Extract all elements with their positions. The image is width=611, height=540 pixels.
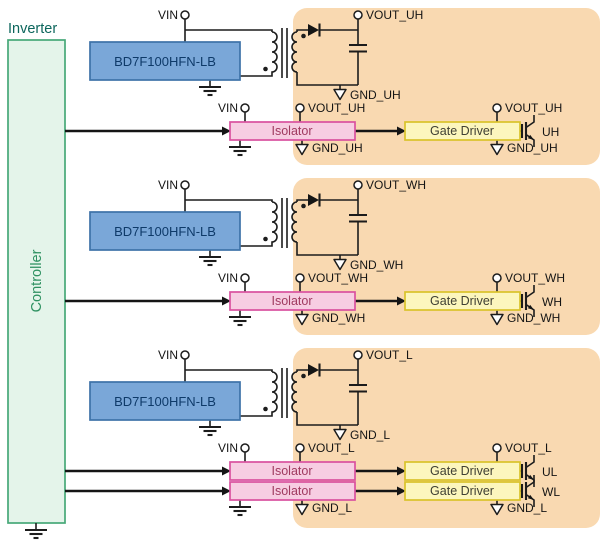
converter-ic-box — [89, 211, 241, 251]
gate-driver-label: Gate Driver — [430, 464, 494, 478]
gnd-label: GND_UH — [350, 88, 401, 102]
igbt-label-ul: UL — [542, 465, 558, 479]
isolated-region-l — [293, 348, 600, 528]
channel-wh: BD7F100HFN-LB VIN VOUT_WH GND_WH Isolato… — [65, 178, 565, 325]
converter-ic-label: BD7F100HFN-LB — [114, 224, 216, 239]
vout-terminal-label: VOUT_UH — [366, 8, 423, 22]
driver-vout-label: VOUT_L — [505, 441, 552, 455]
isolator-vin-label: VIN — [218, 271, 238, 285]
isolator-vin-label: VIN — [218, 101, 238, 115]
gate-driver-label: Gate Driver — [430, 124, 494, 138]
vin-terminal-label: VIN — [158, 178, 178, 192]
gate-driver-label-2: Gate Driver — [430, 484, 494, 498]
isolator-box — [229, 461, 356, 481]
driver-vout-label: VOUT_WH — [505, 271, 565, 285]
gnd-label: GND_L — [350, 428, 390, 442]
converter-ic-label: BD7F100HFN-LB — [114, 394, 216, 409]
igbt-label: WH — [542, 295, 562, 309]
gate-driver-label: Gate Driver — [430, 294, 494, 308]
isolator-box — [229, 291, 356, 311]
gate-driver-box — [404, 291, 521, 311]
controller-label: Controller — [29, 249, 45, 312]
isolator-box-2 — [229, 481, 356, 501]
converter-ic-box — [89, 41, 241, 81]
vout-terminal-label: VOUT_L — [366, 348, 413, 362]
gate-driver-box-2 — [404, 481, 521, 501]
isolator-gnd-label: GND_WH — [312, 311, 365, 325]
isolated-region-wh — [293, 178, 600, 335]
vin-terminal-label: VIN — [158, 8, 178, 22]
gnd-label: GND_WH — [350, 258, 403, 272]
isolator-vin-label: VIN — [218, 441, 238, 455]
channel-uh: BD7F100HFN-LB VIN VOUT_UH GND_UH Isolato… — [65, 8, 562, 155]
isolator-box — [229, 121, 356, 141]
igbt-label: UH — [542, 125, 559, 139]
controller-ground — [23, 521, 49, 540]
vin-terminal-label: VIN — [158, 348, 178, 362]
isolator-label: Isolator — [272, 464, 313, 478]
converter-ic-label: BD7F100HFN-LB — [114, 54, 216, 69]
isolator-label-2: Isolator — [272, 484, 313, 498]
driver-vout-label: VOUT_UH — [505, 101, 562, 115]
gate-driver-box — [404, 121, 521, 141]
isolator-vout-label: VOUT_UH — [308, 101, 365, 115]
isolator-label: Isolator — [272, 294, 313, 308]
driver-gnd-label: GND_L — [507, 501, 547, 515]
converter-ic-box — [89, 381, 241, 421]
channel-l: BD7F100HFN-LB VIN VOUT_L GND_L Isolator … — [65, 348, 560, 515]
driver-gnd-label: GND_WH — [507, 311, 560, 325]
isolator-label: Isolator — [272, 124, 313, 138]
vout-terminal-label: VOUT_WH — [366, 178, 426, 192]
controller-box — [7, 39, 66, 524]
isolator-vout-label: VOUT_WH — [308, 271, 368, 285]
gate-driver-box — [404, 461, 521, 481]
isolator-gnd-label: GND_UH — [312, 141, 363, 155]
inverter-title: Inverter — [8, 21, 57, 37]
igbt-label-wl: WL — [542, 485, 560, 499]
isolated-region-uh — [293, 8, 600, 165]
isolator-gnd-label: GND_L — [312, 501, 352, 515]
isolator-vout-label: VOUT_L — [308, 441, 355, 455]
driver-gnd-label: GND_UH — [507, 141, 558, 155]
